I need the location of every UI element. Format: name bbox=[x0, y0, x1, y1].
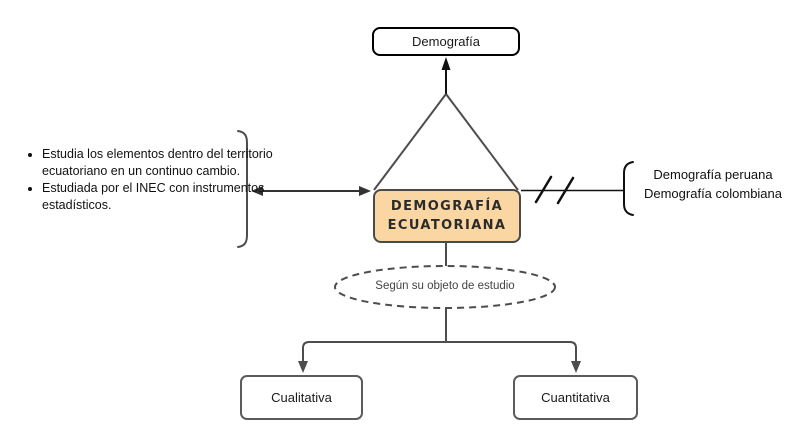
left-note-item: Estudia los elementos dentro del territo… bbox=[42, 146, 274, 180]
node-demografia: Demografía bbox=[372, 27, 520, 56]
excluded-example-item: Demografía colombiana bbox=[643, 186, 783, 201]
left-notes-list: Estudia los elementos dentro del territo… bbox=[26, 146, 274, 214]
left-note-item: Estudiada por el INEC con instrumentos e… bbox=[42, 180, 274, 214]
main-box-line2: ECUATORIANA bbox=[387, 218, 507, 233]
left-bracket bbox=[237, 130, 248, 248]
node-demografia-label: Demografía bbox=[412, 34, 480, 49]
up-arrow-head bbox=[441, 57, 451, 70]
slash-mark-1 bbox=[534, 175, 553, 204]
excluded-examples: Demografía peruana Demografía colombiana bbox=[634, 165, 792, 203]
branch-left-arrow-head bbox=[298, 361, 308, 373]
triangle-left-leg bbox=[373, 93, 447, 191]
main-box-line1: DEMOGRAFÍA bbox=[390, 199, 504, 214]
branch-left-line bbox=[302, 341, 446, 362]
excluded-example-item: Demografía peruana bbox=[653, 167, 773, 182]
classification-ellipse bbox=[334, 265, 556, 309]
right-bracket bbox=[623, 161, 634, 216]
triangle-right-leg bbox=[445, 93, 519, 191]
node-demografia-ecuatoriana: DEMOGRAFÍA ECUATORIANA bbox=[373, 189, 521, 243]
double-arrow-right-head bbox=[359, 186, 371, 196]
branch-right-line bbox=[446, 341, 577, 362]
classification-ellipse-label: Según su objeto de estudio bbox=[375, 280, 515, 292]
double-arrow-left-head bbox=[251, 186, 263, 196]
node-cuantitativa: Cuantitativa bbox=[513, 375, 638, 420]
branch-right-arrow-head bbox=[571, 361, 581, 373]
slash-mark-2 bbox=[556, 176, 575, 205]
node-cualitativa: Cualitativa bbox=[240, 375, 363, 420]
